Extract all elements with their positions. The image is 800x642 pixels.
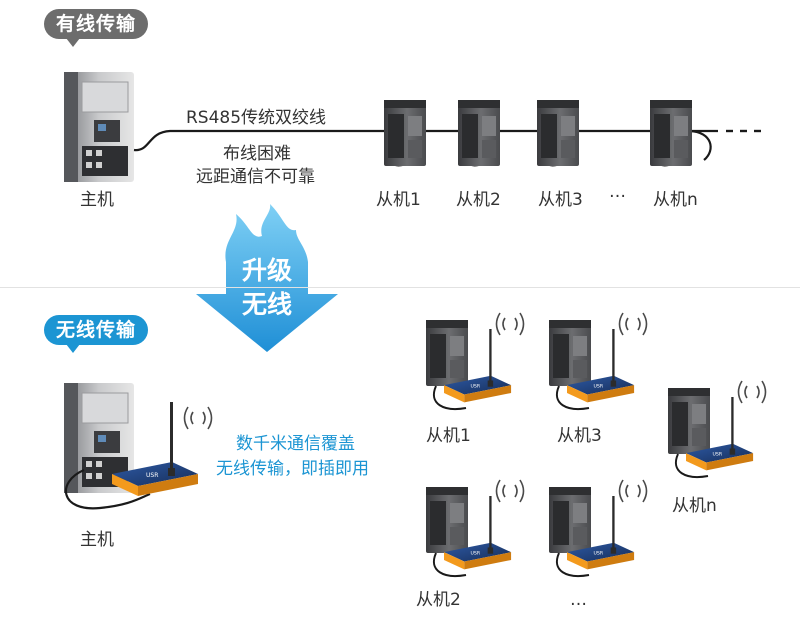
wireless-slave-3-label: 从机3 [557, 426, 602, 446]
wired-note-line2: 远距通信不可靠 [196, 167, 315, 187]
upgrade-line1: 升级 [241, 256, 292, 285]
wireless-note-line1: 数千米通信覆盖 [236, 434, 355, 454]
wired-badge: 有线传输 [44, 9, 149, 47]
wired-ellipsis: … [609, 182, 626, 202]
wireless-slave-3 [549, 313, 647, 409]
wired-host-label: 主机 [80, 190, 114, 210]
wireless-slave-1-label: 从机1 [426, 426, 471, 446]
wireless-slave-n [668, 381, 766, 477]
wireless-slave-2 [426, 480, 524, 576]
section-divider [0, 287, 800, 288]
wireless-slave-2-label: 从机2 [416, 590, 461, 610]
wireless-note-line2: 无线传输，即插即用 [216, 459, 369, 479]
wired-note-line1: 布线困难 [223, 144, 291, 164]
wireless-slave-1 [426, 313, 524, 409]
upgrade-line2: 无线 [241, 290, 292, 319]
wireless-slave-more [549, 480, 647, 576]
wireless-slave-n-label: 从机n [672, 496, 717, 516]
upgrade-text: 升级 无线 [226, 254, 308, 322]
wired-slave-n-label: 从机n [653, 190, 698, 210]
wired-slave-3-label: 从机3 [538, 190, 583, 210]
wired-slave-2-label: 从机2 [456, 190, 501, 210]
wireless-badge: 无线传输 [44, 315, 149, 353]
wired-slave-n [650, 100, 692, 166]
cable-label: RS485传统双绞线 [186, 108, 327, 128]
wired-host-plc [63, 71, 135, 183]
upgrade-arrow [196, 204, 338, 352]
host-cable [64, 468, 151, 510]
wired-slave-1 [384, 100, 426, 166]
wired-slave-3 [537, 100, 579, 166]
wired-slave-2 [458, 100, 500, 166]
host-antenna-waves [183, 406, 213, 430]
wireless-ellipsis: … [570, 590, 587, 610]
wired-slave-1-label: 从机1 [376, 190, 421, 210]
wireless-host-label: 主机 [80, 530, 114, 550]
